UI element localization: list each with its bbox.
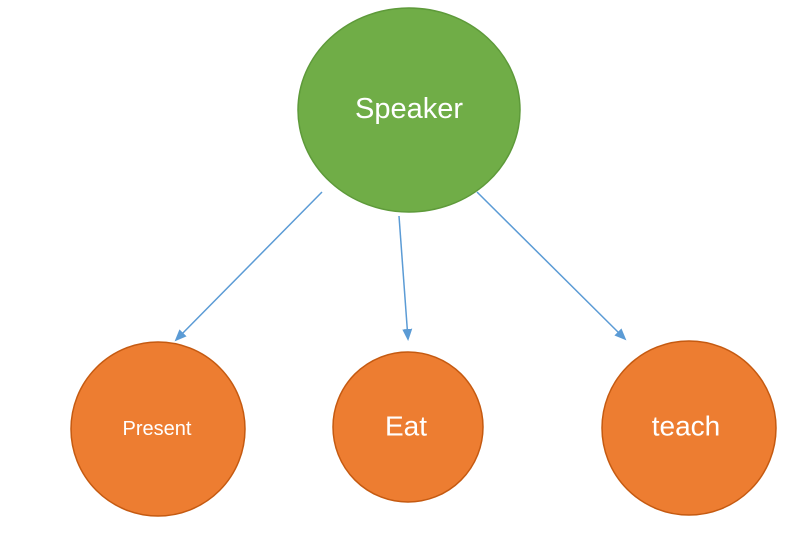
- node-speaker[interactable]: Speaker: [297, 7, 521, 213]
- node-teach-label: teach: [652, 411, 721, 442]
- node-eat[interactable]: Eat: [332, 351, 484, 503]
- node-present-shape: [70, 341, 246, 517]
- edge-speaker-teach: [476, 191, 627, 341]
- node-present-label: Present: [123, 418, 192, 440]
- node-speaker-shape: [297, 7, 521, 213]
- edge-speaker-present: [174, 191, 323, 342]
- node-teach-shape: [601, 340, 777, 516]
- node-eat-shape: [332, 351, 484, 503]
- node-teach[interactable]: teach: [601, 340, 777, 516]
- node-present[interactable]: Present: [70, 341, 246, 517]
- node-speaker-label: Speaker: [355, 93, 463, 125]
- edge-speaker-eat: [398, 215, 413, 341]
- node-eat-label: Eat: [385, 411, 427, 442]
- edges: [174, 191, 627, 342]
